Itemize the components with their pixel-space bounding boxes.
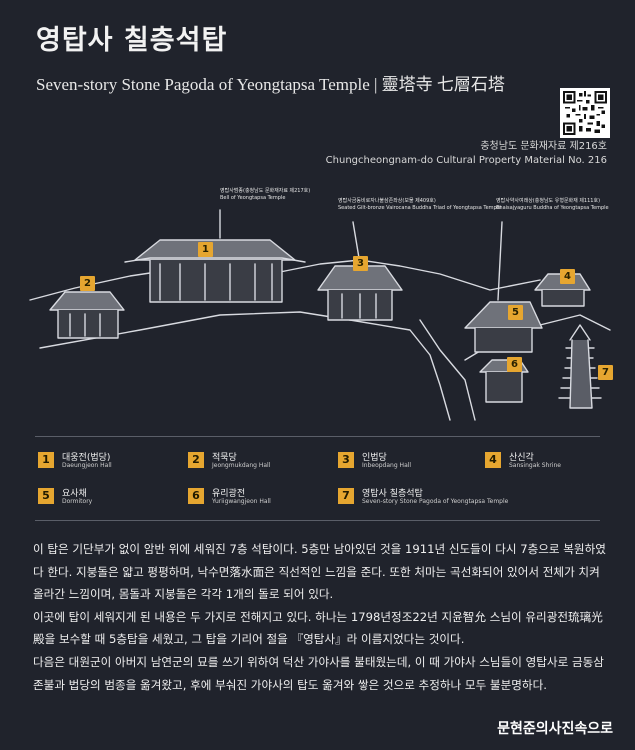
- callout-buddha-triad: 영탑사금동비로자나불삼존좌상(보물 제409호) Seated Gilt-bro…: [338, 198, 501, 212]
- legend-item-7: 7 영탑사 칠층석탑 Seven-story Stone Pagoda of Y…: [338, 486, 598, 520]
- legend-name-en: Seven-story Stone Pagoda of Yeongtapsa T…: [362, 498, 509, 505]
- map-badge-4: 4: [560, 269, 575, 284]
- map-badge-5: 5: [508, 305, 523, 320]
- page-title: 영탑사 칠층석탑: [36, 25, 228, 56]
- callout-medicine-ko: 영탑사약사여래상(충청남도 유형문화재 제111호): [496, 198, 601, 204]
- legend-item-6: 6 유리광전 Yuriigwangjeon Hall: [188, 486, 348, 520]
- legend-name-en: Inbeopdang Hall: [362, 462, 412, 469]
- description-paragraph: 이 탑은 기단부가 없이 암반 위에 세워진 7층 석탑이다. 5층만 남아있던…: [33, 542, 606, 602]
- legend-name-ko: 대웅전(법당): [62, 453, 111, 463]
- legend-number: 4: [485, 452, 501, 468]
- legend-item-3: 3 인법당 Inbeopdang Hall: [338, 450, 498, 484]
- legend-number: 1: [38, 452, 54, 468]
- legend-name-en: Dormitory: [62, 498, 93, 505]
- map-badge-6: 6: [507, 357, 522, 372]
- callout-triad-ko: 영탑사금동비로자나불삼존좌상(보물 제409호): [338, 198, 436, 204]
- designation-ko: 충청남도 문화재자료 제216호: [480, 141, 607, 152]
- divider: [35, 520, 600, 521]
- legend-name-ko: 요사채: [62, 489, 87, 499]
- legend-number: 3: [338, 452, 354, 468]
- cultural-property-designation: 충청남도 문화재자료 제216호 Chungcheongnam-do Cultu…: [326, 140, 607, 168]
- legend-number: 2: [188, 452, 204, 468]
- map-badge-7: 7: [598, 365, 613, 380]
- callout-bell-en: Bell of Yeongtapsa Temple: [220, 195, 286, 201]
- map-badge-3: 3: [353, 256, 368, 271]
- legend-item-2: 2 적묵당 Jeongmukdang Hall: [188, 450, 348, 484]
- page-subtitle: Seven-story Stone Pagoda of Yeongtapsa T…: [36, 75, 505, 94]
- legend-name-en: Sansingak Shrine: [509, 462, 561, 469]
- photo-watermark: 문현준의사진속으로: [497, 721, 613, 737]
- designation-en: Chungcheongnam-do Cultural Property Mate…: [325, 155, 607, 166]
- divider: [35, 436, 600, 437]
- legend-name-en: Yuriigwangjeon Hall: [212, 498, 271, 505]
- callout-medicine-buddha: 영탑사약사여래상(충청남도 유형문화재 제111호) Bhaisajyaguru…: [496, 198, 609, 212]
- map-badge-1: 1: [198, 242, 213, 257]
- callout-bell-ko: 영탑사범종(충청남도 문화재자료 제217호): [220, 188, 311, 194]
- qr-code-icon[interactable]: [560, 88, 610, 138]
- callout-triad-en: Seated Gilt-bronze Vairocana Buddha Tria…: [338, 205, 502, 211]
- legend-item-1: 1 대웅전(법당) Daeungjeon Hall: [38, 450, 198, 484]
- map-badge-2: 2: [80, 276, 95, 291]
- description-paragraph: 다음은 대원군이 아버지 남연군의 묘를 쓰기 위하여 덕산 가야사를 불태웠는…: [33, 654, 604, 692]
- legend-name-ko: 산신각: [509, 453, 534, 463]
- legend-number: 7: [338, 488, 354, 504]
- description-paragraph: 이곳에 탑이 세워지게 된 내용은 두 가지로 전해지고 있다. 하나는 179…: [33, 609, 603, 647]
- legend-name-ko: 적묵당: [212, 453, 237, 463]
- callout-medicine-en: Bhaisajyaguru Buddha of Yeongtapsa Templ…: [496, 205, 609, 211]
- temple-layout-map: 1 2 3 4 5 6 7 영탑사범종(충청남도 문화재자료 제217호) Be…: [20, 180, 620, 430]
- legend-name-ko: 영탑사 칠층석탑: [362, 489, 423, 499]
- legend-name-en: Jeongmukdang Hall: [212, 462, 271, 469]
- legend-item-4: 4 산신각 Sansingak Shrine: [485, 450, 635, 484]
- legend-number: 6: [188, 488, 204, 504]
- legend-number: 5: [38, 488, 54, 504]
- legend-name-ko: 인법당: [362, 453, 387, 463]
- legend-item-5: 5 요사채 Dormitory: [38, 486, 198, 520]
- legend-name-en: Daeungjeon Hall: [62, 462, 112, 469]
- callout-bell: 영탑사범종(충청남도 문화재자료 제217호) Bell of Yeongtap…: [220, 188, 310, 202]
- description-text: 이 탑은 기단부가 없이 암반 위에 세워진 7층 석탑이다. 5층만 남아있던…: [33, 538, 608, 696]
- legend-name-ko: 유리광전: [212, 489, 246, 499]
